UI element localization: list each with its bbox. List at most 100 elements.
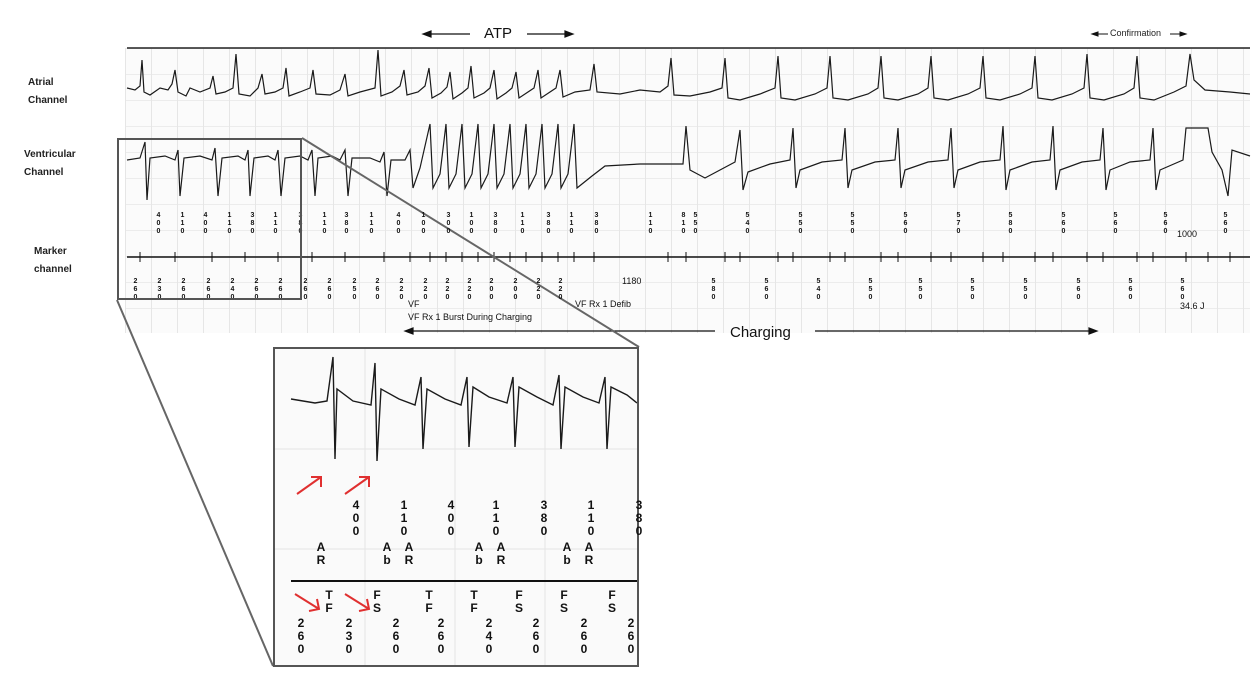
marker-interval-top: 1 1 0 xyxy=(180,212,185,235)
zoom-marker-above: A b xyxy=(382,540,392,567)
marker-interval-post: 5 6 0 xyxy=(1223,212,1228,235)
atp-arrow xyxy=(421,30,575,38)
zoomed-view: 4 0 0 1 1 0 4 0 0 1 1 0 3 8 0 1 1 0 3 8 0 A R A… xyxy=(273,347,642,667)
marker-interval-post-lower: 5 4 0 xyxy=(816,278,821,301)
zoom-marker-above: A R xyxy=(404,540,414,567)
zoom-connector-right xyxy=(301,137,640,348)
zoom-interval-lower: 2 6 0 xyxy=(627,616,635,656)
interval-1000-label: 1000 xyxy=(1177,229,1198,239)
marker-interval-post: 5 6 0 xyxy=(1061,212,1066,235)
marker-interval-post: 5 6 0 xyxy=(1113,212,1118,235)
marker-interval-post-lower: 5 6 0 xyxy=(1180,278,1185,301)
marker-interval-post: 5 5 0 xyxy=(850,212,855,235)
red-arrow-4 xyxy=(344,593,371,612)
marker-interval-post: 5 6 0 xyxy=(1163,212,1168,235)
zoom-connector-left xyxy=(116,299,274,667)
marker-interval-lower: 2 0 0 xyxy=(489,278,494,301)
marker-interval-lower: 2 5 0 xyxy=(352,278,357,301)
marker-interval-top: 3 8 0 xyxy=(546,212,551,235)
marker-interval-post: 5 5 0 xyxy=(693,212,698,235)
marker-interval-top: 1 0 0 xyxy=(421,212,426,235)
zoom-marker-above: A R xyxy=(584,540,594,567)
zoom-interval-top: 1 1 0 xyxy=(492,498,500,538)
zoom-marker-below: T F xyxy=(325,588,333,615)
charging-annotation: Charging xyxy=(730,324,791,341)
marker-interval-top: 1 1 0 xyxy=(648,212,653,235)
zoom-marker-above: A b xyxy=(562,540,572,567)
zoom-interval-top: 3 8 0 xyxy=(540,498,548,538)
confirmation-arrow xyxy=(1090,31,1188,37)
zoom-interval-lower: 2 3 0 xyxy=(345,616,353,656)
marker-interval-post-lower: 5 5 0 xyxy=(918,278,923,301)
vf-defib-annotation: VF Rx 1 Defib xyxy=(575,299,632,309)
marker-interval-lower: 2 2 0 xyxy=(558,278,563,301)
marker-interval-top: 1 1 0 xyxy=(369,212,374,235)
marker-interval-lower: 2 6 0 xyxy=(181,278,186,301)
marker-interval-post: 5 4 0 xyxy=(745,212,750,235)
marker-numbers-region: 4 0 0 1 1 0 4 0 0 1 1 0 3 8 0 1 1 0 3 8 0 1 1 0… xyxy=(127,212,1250,302)
interval-1180-label: 1180 xyxy=(622,276,642,286)
zoom-interval-top: 1 1 0 xyxy=(400,498,408,538)
zoom-marker-below: F S xyxy=(607,588,616,615)
marker-interval-lower: 2 2 0 xyxy=(399,278,404,301)
zoom-interval-lower: 2 6 0 xyxy=(532,616,540,656)
zoom-interval-top: 3 8 0 xyxy=(635,498,643,538)
zoom-interval-top: 4 0 0 xyxy=(447,498,455,538)
marker-interval-top: 1 1 0 xyxy=(227,212,232,235)
marker-interval-lower: 2 2 0 xyxy=(467,278,472,301)
atp-annotation: ATP xyxy=(484,25,513,42)
marker-interval-post-lower: 5 6 0 xyxy=(1076,278,1081,301)
zoom-marker-below: T F xyxy=(425,588,433,615)
zoom-interval-lower: 2 6 0 xyxy=(437,616,445,656)
marker-interval-top: 1 1 0 xyxy=(520,212,525,235)
zoom-marker-above: A b xyxy=(474,540,484,567)
atrial-channel-label: Atrial Channel xyxy=(28,77,68,106)
red-arrow-3 xyxy=(294,593,321,612)
marker-interval-lower: 2 6 0 xyxy=(327,278,332,301)
marker-interval-post: 5 5 0 xyxy=(798,212,803,235)
marker-interval-post-lower: 5 6 0 xyxy=(764,278,769,301)
marker-interval-lower: 2 6 0 xyxy=(206,278,211,301)
marker-interval-post-lower: 5 5 0 xyxy=(868,278,873,301)
red-arrow-2 xyxy=(344,476,370,495)
marker-interval-top: 3 8 0 xyxy=(344,212,349,235)
marker-interval-top: 4 0 0 xyxy=(203,212,208,235)
zoom-marker-below: T F xyxy=(470,588,478,615)
marker-interval-top: 1 1 0 xyxy=(322,212,327,235)
marker-interval-lower: 2 6 0 xyxy=(278,278,283,301)
marker-interval-lower: 2 3 0 xyxy=(157,278,162,301)
vf-burst-annotation: VF Rx 1 Burst During Charging xyxy=(408,312,533,322)
marker-interval-top: 3 0 0 xyxy=(446,212,451,235)
marker-interval-post-lower: 5 6 0 xyxy=(1128,278,1133,301)
zoom-interval-lower: 2 4 0 xyxy=(485,616,493,656)
marker-interval-lower: 2 6 0 xyxy=(133,278,138,301)
zoom-marker-below: F S xyxy=(372,588,381,615)
marker-interval-lower: 2 4 0 xyxy=(230,278,235,301)
zoom-interval-top: 1 1 0 xyxy=(587,498,595,538)
marker-interval-lower: 2 6 0 xyxy=(375,278,380,301)
marker-interval-lower: 2 2 0 xyxy=(536,278,541,301)
zoom-interval-lower: 2 6 0 xyxy=(392,616,400,656)
zoom-svg xyxy=(275,349,637,665)
charging-arrow xyxy=(403,327,1099,335)
marker-interval-top: 1 1 0 xyxy=(569,212,574,235)
confirmation-annotation: Confirmation xyxy=(1110,28,1162,38)
zoom-interval-lower: 2 6 0 xyxy=(580,616,588,656)
red-arrows-group xyxy=(294,476,371,612)
marker-interval-post-lower: 5 8 0 xyxy=(711,278,716,301)
marker-interval-post-lower: 5 5 0 xyxy=(970,278,975,301)
marker-interval-lower: 2 2 0 xyxy=(445,278,450,301)
marker-interval-lower: 2 6 0 xyxy=(254,278,259,301)
zoom-marker-above: A R xyxy=(496,540,506,567)
zoom-interval-top: 4 0 0 xyxy=(352,498,360,538)
marker-ticks xyxy=(139,252,1231,262)
marker-interval-top: 3 8 0 xyxy=(250,212,255,235)
marker-interval-top: 1 0 0 xyxy=(469,212,474,235)
marker-interval-post: 5 6 0 xyxy=(903,212,908,235)
marker-interval-top: 4 0 0 xyxy=(396,212,401,235)
red-arrow-1 xyxy=(296,476,322,495)
marker-interval-lower: 2 0 0 xyxy=(513,278,518,301)
zoom-source-box xyxy=(117,138,302,300)
vf-annotation: VF xyxy=(408,299,420,309)
